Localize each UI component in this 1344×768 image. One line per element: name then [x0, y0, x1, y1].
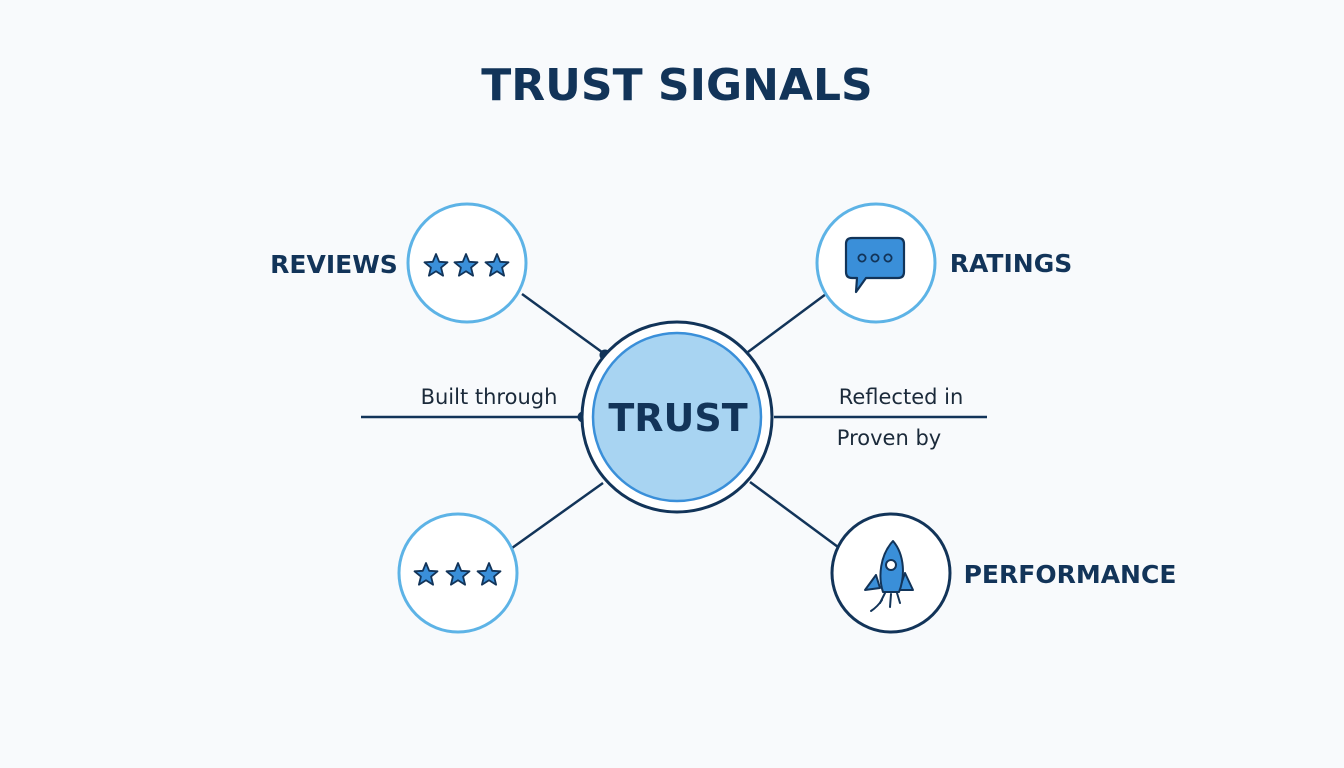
node-ratings — [815, 202, 937, 324]
center-node-label: TRUST — [608, 396, 747, 440]
node-bottom-left — [397, 512, 519, 634]
connector-performance — [749, 480, 839, 549]
connector-reviews — [521, 292, 607, 357]
node-reviews — [406, 202, 528, 324]
center-node-trust: TRUST — [580, 320, 774, 514]
edge-label-built-through: Built through — [421, 385, 558, 409]
node-label-reviews: REVIEWS — [270, 250, 398, 279]
connector-ratings — [747, 292, 827, 354]
three-stars-icon — [413, 562, 502, 586]
edge-label-proven-by: Proven by — [837, 426, 941, 450]
node-label-ratings: RATINGS — [950, 249, 1072, 278]
diagram-title: TRUST SIGNALS — [481, 60, 872, 111]
node-label-performance: PERFORMANCE — [964, 560, 1177, 589]
three-stars-icon — [423, 253, 510, 277]
edge-label-reflected-in: Reflected in — [839, 385, 964, 409]
connector-bottom-left — [511, 481, 604, 550]
chat-bubble-icon — [844, 236, 906, 294]
connector-lines — [361, 292, 987, 550]
rocket-icon — [864, 540, 914, 612]
node-performance — [830, 512, 952, 634]
